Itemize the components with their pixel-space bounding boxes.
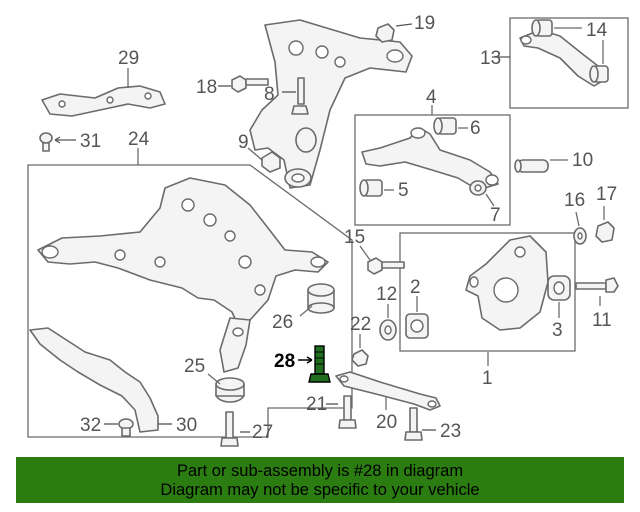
part-3-bushing <box>547 275 571 301</box>
part-23-bolt <box>404 407 423 441</box>
callout-4: 4 <box>426 87 437 108</box>
part-31-bolt <box>39 132 53 152</box>
banner-line-2: Diagram may not be specific to your vehi… <box>160 481 480 499</box>
callout-32: 32 <box>80 415 101 436</box>
part-8-bolt <box>291 77 309 115</box>
part-7-bushing <box>469 180 487 196</box>
group-box-24 <box>27 164 353 438</box>
callout-25: 25 <box>184 356 205 377</box>
part-10-sleeve <box>514 159 549 173</box>
part-27-bolt <box>220 411 239 447</box>
callout-19: 19 <box>414 13 435 34</box>
part-25-bushing <box>215 377 245 403</box>
callout-13: 13 <box>480 48 501 69</box>
part-2-bushing <box>405 313 429 339</box>
callout-27: 27 <box>252 422 273 443</box>
callout-22: 22 <box>350 314 371 335</box>
banner-line-1: Part or sub-assembly is #28 in diagram <box>176 462 464 480</box>
part-29-bracket <box>41 85 166 117</box>
part-20-link <box>335 371 441 411</box>
callout-2: 2 <box>410 277 421 298</box>
part-24-subframe <box>37 177 329 373</box>
callout-30: 30 <box>176 415 197 436</box>
part-12-bushing <box>379 319 397 341</box>
part-22-nut <box>351 349 369 367</box>
callout-7: 7 <box>490 205 501 226</box>
callout-16: 16 <box>564 190 585 211</box>
part-19-nut <box>375 23 395 43</box>
part-28-bolt-highlighted <box>308 345 331 383</box>
part-14-bushing-a <box>531 19 553 37</box>
callout-23: 23 <box>440 421 461 442</box>
callout-29: 29 <box>118 48 139 69</box>
callout-6: 6 <box>470 118 481 139</box>
part-15-bolt <box>367 257 405 275</box>
callout-8: 8 <box>264 84 275 105</box>
part-11-bolt <box>575 277 619 293</box>
callout-1: 1 <box>482 368 493 389</box>
upper-subframe <box>249 19 413 189</box>
callout-31: 31 <box>80 131 101 152</box>
callout-15: 15 <box>344 227 365 248</box>
callout-12: 12 <box>376 284 397 305</box>
part-14-bushing-b <box>589 65 609 83</box>
callout-9: 9 <box>238 132 249 153</box>
callout-3: 3 <box>552 320 563 341</box>
part-5-bushing <box>359 179 383 197</box>
part-26-bushing <box>307 283 335 314</box>
part-17-nut <box>595 221 615 243</box>
part-30-shield <box>29 327 159 433</box>
callout-14: 14 <box>586 20 608 41</box>
part-32-clip <box>118 418 134 437</box>
group-box-13 <box>509 17 629 109</box>
callout-24: 24 <box>128 129 150 150</box>
part-6-bushing <box>433 117 457 135</box>
part-knuckle <box>465 235 549 331</box>
info-banner: Part or sub-assembly is #28 in diagram D… <box>16 457 624 503</box>
callout-28: 28 <box>274 351 295 372</box>
group-box-1 <box>399 232 576 352</box>
part-9-nut <box>261 151 281 173</box>
callout-5: 5 <box>398 180 409 201</box>
part-18-bolt <box>231 75 269 93</box>
part-21-bolt <box>338 395 357 429</box>
part-4-control-arm <box>361 127 499 191</box>
callout-17: 17 <box>596 184 617 205</box>
callout-26: 26 <box>272 312 293 333</box>
callout-18: 18 <box>196 77 217 98</box>
callout-10: 10 <box>572 150 593 171</box>
callout-11: 11 <box>592 310 612 331</box>
part-13-upper-arm <box>519 29 605 87</box>
callout-20: 20 <box>376 412 397 433</box>
part-16-washer <box>573 227 587 245</box>
callout-21: 21 <box>306 394 327 415</box>
